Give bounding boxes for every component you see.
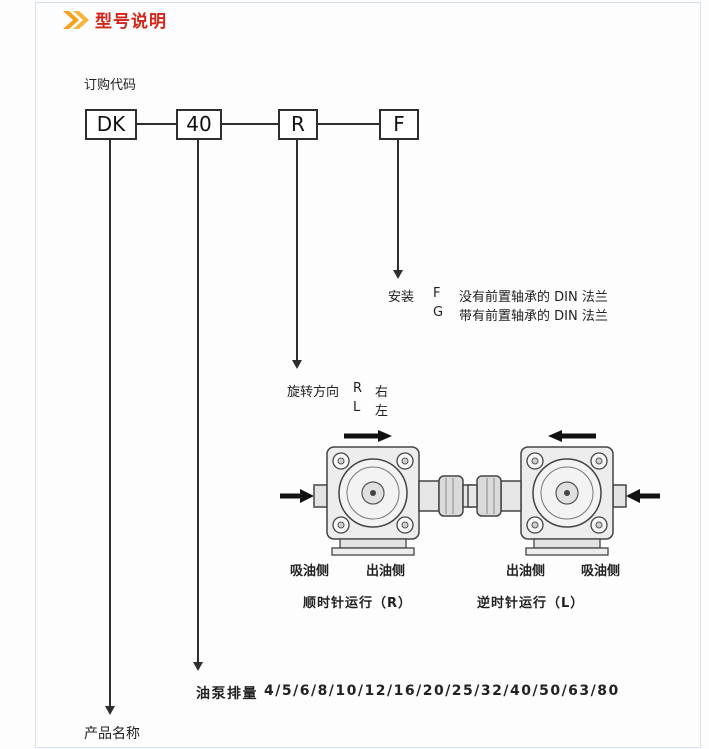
product-name-label: 产品名称 [84, 726, 140, 742]
displacement-values: 4/5/6/8/10/12/16/20/25/32/40/50/63/80 [264, 683, 620, 699]
code-segment-mounting: F [379, 109, 419, 140]
arrow-down-icon [105, 706, 115, 715]
connector-line [318, 123, 379, 125]
double-chevron-icon [63, 10, 89, 29]
drop-line-mounting [397, 139, 399, 270]
rotation-label: 旋转方向 [287, 385, 340, 400]
pump-right-outlet-label: 出油侧 [506, 564, 546, 579]
arrow-down-icon [193, 662, 203, 671]
mounting-option-desc: 没有前置轴承的 DIN 法兰 [459, 290, 608, 305]
mounting-option-code: G [433, 305, 444, 320]
pump-left-caption: 顺时针运行（R） [303, 596, 413, 611]
rotation-option-desc: 左 [375, 404, 389, 419]
pump-right-suction-label: 吸油侧 [581, 564, 621, 579]
arrow-down-icon [292, 360, 302, 369]
section-title: 型号说明 [95, 12, 167, 32]
section-header: 型号说明 [62, 7, 167, 32]
drop-line-rotation [296, 139, 298, 360]
code-segment-dk: DK [85, 109, 137, 140]
arrow-down-icon [393, 270, 403, 279]
connector-line [137, 123, 176, 125]
displacement-label: 油泵排量 [196, 686, 258, 702]
code-segment-displacement: 40 [176, 109, 222, 140]
pump-left-suction-label: 吸油侧 [290, 564, 330, 579]
drop-line-displacement [197, 139, 199, 662]
rotation-option-code: R [353, 381, 363, 396]
drop-line-product-name [109, 139, 111, 706]
pump-diagram-clockwise [280, 430, 473, 556]
pump-diagram-counterclockwise [467, 430, 660, 556]
order-code-label: 订购代码 [84, 78, 137, 93]
mounting-option-desc: 带有前置轴承的 DIN 法兰 [459, 309, 608, 324]
mounting-option-code: F [433, 286, 441, 301]
pump-right-caption: 逆时针运行（L） [477, 596, 585, 611]
pump-left-outlet-label: 出油侧 [366, 564, 406, 579]
mounting-label: 安装 [388, 290, 415, 305]
code-segment-rotation: R [278, 109, 318, 140]
rotation-option-code: L [353, 400, 361, 415]
rotation-option-desc: 右 [375, 385, 389, 400]
connector-line [222, 123, 278, 125]
